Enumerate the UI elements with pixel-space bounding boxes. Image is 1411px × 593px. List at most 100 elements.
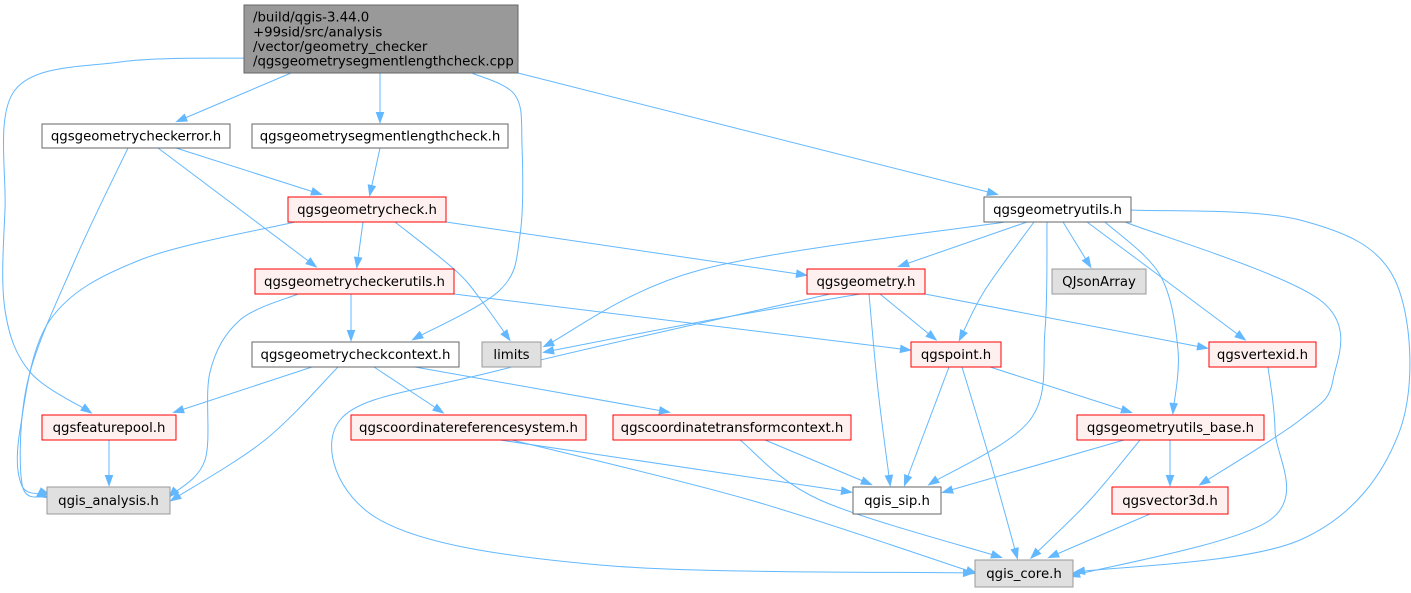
node-box xyxy=(1076,414,1265,441)
edge-line xyxy=(331,293,973,574)
arrowhead xyxy=(899,344,912,354)
edge-checkerutils-to-analysis xyxy=(167,293,299,499)
edge-geometryutils-to-qjsonarray xyxy=(1062,221,1092,269)
node-label: qgsfeaturepool.h xyxy=(53,421,166,436)
node-label: qgis_sip.h xyxy=(864,494,930,509)
node-box xyxy=(41,123,231,149)
node-transformcontext[interactable]: qgscoordinatetransformcontext.h xyxy=(612,414,852,441)
arrowhead xyxy=(367,184,377,197)
edge-qgspoint-to-sip xyxy=(903,366,950,487)
edge-line xyxy=(929,221,1048,485)
edge-line xyxy=(943,439,1125,493)
edge-root-to-geometryutils xyxy=(517,72,999,196)
arrowhead xyxy=(80,403,93,414)
arrowhead xyxy=(1198,475,1211,486)
arrowhead xyxy=(1010,547,1019,560)
node-label: qgsvector3d.h xyxy=(1122,494,1218,509)
arrowhead xyxy=(860,476,873,486)
edge-root-to-featurepool xyxy=(2,57,245,414)
node-label: /vector/geometry_checker xyxy=(253,40,428,55)
node-geometrycheck[interactable]: qgsgeometrycheck.h xyxy=(287,196,447,223)
edge-geometry-to-qgspoint xyxy=(879,293,938,341)
node-vertexid[interactable]: qgsvertexid.h xyxy=(1208,341,1317,368)
node-geometryutils[interactable]: qgsgeometryutils.h xyxy=(983,196,1132,223)
node-utilsbase[interactable]: qgsgeometryutils_base.h xyxy=(1076,414,1265,441)
edge-geometryutils-to-core xyxy=(1073,209,1411,575)
edge-geometry-to-limits xyxy=(542,293,861,355)
node-label: /build/qgis-3.44.0 xyxy=(253,11,369,26)
node-label: qgsgeometrycheckerutils.h xyxy=(264,275,445,290)
edge-line xyxy=(413,72,524,340)
edge-line xyxy=(517,72,997,195)
node-featurepool[interactable]: qgsfeaturepool.h xyxy=(41,414,177,441)
edge-checkerror-to-geometrycheck xyxy=(175,147,323,196)
node-sip[interactable]: qgis_sip.h xyxy=(852,486,942,515)
edge-line xyxy=(394,221,510,340)
edge-qgspoint-to-utilsbase xyxy=(989,366,1133,414)
node-label: qgsgeometryutils_base.h xyxy=(1087,421,1254,436)
edge-geometryutils-to-vector3d xyxy=(1124,221,1342,486)
edge-geometry-to-vertexid xyxy=(924,293,1209,351)
arrowhead xyxy=(897,258,910,268)
edge-line xyxy=(414,366,669,413)
node-crs[interactable]: qgscoordinatereferencesystem.h xyxy=(350,414,587,441)
edge-line xyxy=(511,439,976,574)
edge-line xyxy=(1086,221,1245,340)
arrowhead xyxy=(432,403,445,414)
edge-line xyxy=(544,221,1006,347)
node-root[interactable]: /build/qgis-3.44.0+99sid/src/analysis/ve… xyxy=(243,4,519,74)
node-label: qgsgeometrycheckcontext.h xyxy=(261,348,451,363)
node-label: qgspoint.h xyxy=(921,348,991,363)
arrowhead xyxy=(884,474,894,487)
edge-utilsbase-to-core xyxy=(1029,439,1141,560)
edge-line xyxy=(764,439,871,485)
arrowhead xyxy=(305,257,318,268)
edge-geometrycheck-to-limits xyxy=(394,221,511,342)
edge-checkcontext-to-crs xyxy=(373,366,445,414)
edge-root-to-checkerror xyxy=(175,72,292,123)
edge-line xyxy=(445,221,806,276)
node-vector3d[interactable]: qgsvector3d.h xyxy=(1111,486,1229,515)
edge-line xyxy=(924,293,1207,349)
edge-geometrycheck-to-geometry xyxy=(445,221,808,278)
edge-line xyxy=(989,366,1131,413)
edge-line xyxy=(1104,221,1179,413)
edge-line xyxy=(16,221,296,495)
node-geometry[interactable]: qgsgeometry.h xyxy=(806,268,926,295)
edge-line xyxy=(904,366,950,485)
arrowhead xyxy=(1169,402,1179,415)
edge-line xyxy=(961,366,1018,558)
arrowhead xyxy=(542,338,555,348)
node-checkerror[interactable]: qgsgeometrycheckerror.h xyxy=(41,123,231,149)
arrowhead xyxy=(927,475,940,486)
edge-line xyxy=(1070,366,1288,577)
node-box xyxy=(350,414,587,441)
node-qgspoint[interactable]: qgspoint.h xyxy=(910,341,1002,368)
arrowhead xyxy=(167,486,180,499)
arrowhead xyxy=(925,329,938,341)
edge-geometryutils-to-qgspoint xyxy=(958,221,1035,342)
arrowhead xyxy=(1047,549,1060,559)
edge-line xyxy=(2,57,245,413)
node-limits: limits xyxy=(481,341,542,368)
edges-layer xyxy=(2,57,1411,578)
edge-utilsbase-to-vector3d xyxy=(1165,440,1175,487)
edge-checkerutils-to-qgspoint xyxy=(453,293,912,354)
edge-featurepool-to-analysis xyxy=(104,440,114,487)
node-box xyxy=(910,341,1002,368)
node-segmentlengthcheck[interactable]: qgsgeometrysegmentlengthcheck.h xyxy=(251,123,509,149)
edge-line xyxy=(1049,513,1151,558)
edge-line xyxy=(1124,221,1342,485)
arrowhead xyxy=(1120,405,1133,414)
arrowhead xyxy=(104,475,114,487)
arrowhead xyxy=(1165,475,1175,487)
node-box xyxy=(243,4,519,74)
node-label: /qgsgeometrysegmentlengthcheck.cpp xyxy=(253,55,514,70)
edge-crs-to-sip xyxy=(499,439,853,495)
node-checkerutils[interactable]: qgsgeometrycheckerutils.h xyxy=(254,268,455,295)
node-label: +99sid/src/analysis xyxy=(253,25,382,40)
edge-segmentlengthcheck-to-geometrycheck xyxy=(367,147,381,197)
node-checkcontext[interactable]: qgsgeometrycheckcontext.h xyxy=(251,341,460,368)
edge-transformcontext-to-sip xyxy=(764,439,873,486)
edge-qgspoint-to-core xyxy=(961,366,1019,560)
